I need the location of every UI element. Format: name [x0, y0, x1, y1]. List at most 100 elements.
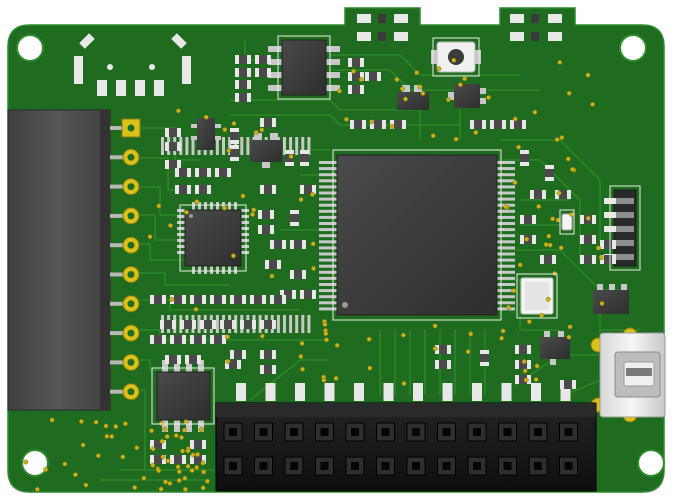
- passive-pad: [177, 128, 181, 137]
- passive-pad: [285, 150, 294, 154]
- passive-body: [390, 120, 406, 129]
- qfn-pin: [210, 202, 213, 210]
- passive-pad: [190, 440, 194, 449]
- passive-pad: [172, 320, 176, 329]
- qfp-pin: [497, 276, 515, 280]
- passive-pad: [272, 350, 276, 359]
- via: [156, 203, 162, 209]
- header-pin: [616, 212, 634, 218]
- passive-pad: [230, 140, 239, 144]
- passive-pad: [162, 295, 166, 304]
- ic-pin: [268, 46, 282, 52]
- via: [181, 427, 187, 433]
- passive-body: [530, 190, 546, 199]
- passive-pad: [272, 185, 276, 194]
- via: [559, 135, 565, 140]
- ic-pin: [186, 420, 192, 432]
- smd-pad: [413, 383, 423, 401]
- via: [399, 86, 405, 92]
- via: [250, 212, 255, 217]
- via: [557, 59, 563, 65]
- passive-body: [240, 320, 256, 329]
- passive-body: [260, 118, 276, 127]
- qfp-pin: [283, 315, 286, 333]
- passive-pad: [170, 335, 174, 344]
- qfp-pin: [497, 179, 515, 183]
- header-hole: [503, 462, 512, 470]
- via: [366, 336, 372, 342]
- via: [401, 381, 407, 386]
- qfn-pin: [241, 245, 249, 248]
- passive-pad: [222, 295, 226, 304]
- passive-pad: [235, 80, 239, 89]
- qfn-pin: [228, 266, 231, 274]
- passive-pad: [520, 162, 529, 166]
- via: [343, 116, 349, 122]
- header-hole: [290, 428, 298, 436]
- via: [389, 123, 395, 129]
- qfp-pin: [497, 167, 515, 171]
- via: [103, 423, 109, 429]
- via: [311, 265, 316, 271]
- via: [185, 463, 191, 469]
- header-hole: [503, 428, 512, 436]
- passive-body: [365, 72, 381, 81]
- passive-pad: [160, 320, 164, 329]
- pin-lead: [110, 184, 124, 189]
- passive-pad: [202, 455, 206, 464]
- pin-hole: [127, 388, 135, 396]
- qfp-pin: [497, 234, 515, 238]
- passive-body: [235, 93, 251, 102]
- via: [122, 421, 128, 427]
- passive-body: [235, 80, 251, 89]
- passive-body: [235, 68, 251, 77]
- via: [83, 482, 89, 488]
- passive-body: [490, 120, 506, 129]
- passive-pad: [215, 168, 219, 177]
- via: [73, 472, 78, 478]
- qfn-pin: [241, 251, 249, 254]
- via: [298, 354, 304, 359]
- passive-body: [515, 360, 531, 369]
- passive-pad: [542, 190, 546, 199]
- qfp-pin: [319, 197, 337, 201]
- passive-pad: [300, 162, 309, 166]
- qfp-pin: [497, 295, 515, 299]
- via: [465, 349, 471, 355]
- via: [163, 479, 168, 485]
- passive-body: [190, 440, 206, 449]
- qfn-pin: [241, 209, 249, 212]
- ic-pin: [198, 360, 204, 372]
- passive-body: [190, 455, 206, 464]
- passive-pad: [150, 440, 154, 449]
- qfp-pin: [319, 215, 337, 219]
- via: [43, 467, 49, 473]
- header-hole: [412, 462, 420, 470]
- passive-body: [348, 58, 364, 67]
- header-hole: [381, 428, 390, 436]
- via: [104, 433, 110, 439]
- passive-pad: [162, 440, 166, 449]
- via: [522, 368, 528, 374]
- via: [225, 358, 231, 364]
- qfn-pin: [177, 233, 185, 236]
- qfp-pin: [289, 137, 293, 155]
- passive-pad: [447, 345, 451, 354]
- via: [585, 72, 591, 78]
- passive-pad: [435, 360, 439, 369]
- passive-pad: [202, 440, 206, 449]
- ic-pin: [162, 360, 168, 372]
- qfn-pin: [177, 239, 185, 242]
- passive-body: [165, 355, 181, 364]
- passive-pad: [207, 185, 211, 194]
- passive-pad: [260, 118, 264, 127]
- sot-transistors: [397, 84, 486, 110]
- via: [511, 288, 517, 294]
- passive-body: [210, 295, 226, 304]
- passive-pad: [260, 350, 264, 359]
- passive-pad: [365, 72, 369, 81]
- via: [569, 211, 575, 217]
- via: [532, 109, 538, 115]
- passive-pad: [192, 320, 196, 329]
- via: [545, 296, 551, 302]
